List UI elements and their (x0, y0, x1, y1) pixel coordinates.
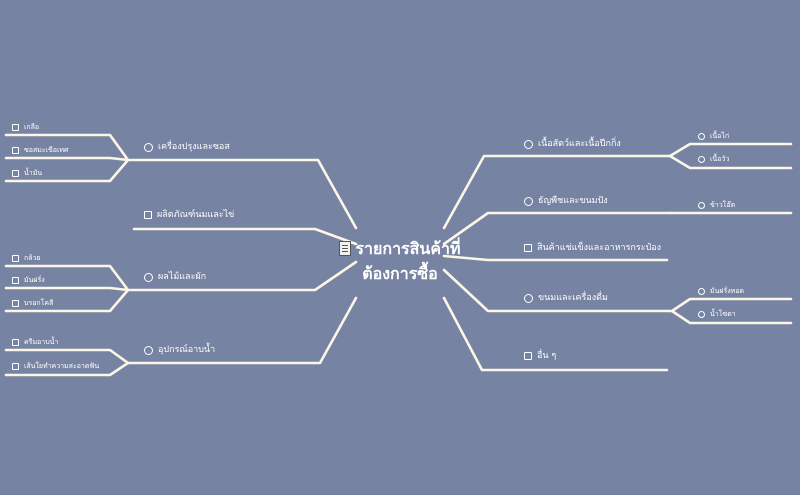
leaf-label: น้ำโซดา (710, 310, 736, 318)
leaf-label: ครีมอาบน้ำ (24, 338, 59, 346)
connector-left-3-0 (4, 348, 130, 365)
checkbox-icon (12, 299, 19, 307)
connector-right-3-0 (670, 297, 793, 313)
checkbox-icon (12, 276, 19, 284)
checkbox-icon (12, 338, 19, 346)
topic-left-1[interactable]: ผลิตภัณฑ์นมและไข่ (144, 209, 234, 221)
leaf-label: ข้าวโอ๊ต (710, 201, 736, 209)
topic-right-3[interactable]: ขนมและเครื่องดื่ม (524, 292, 608, 304)
circle-icon (698, 132, 705, 140)
topic-label: ขนมและเครื่องดื่ม (538, 293, 608, 303)
topic-left-2[interactable]: ผลไม้และผัก (144, 271, 206, 283)
connector-left-2-1 (4, 286, 130, 292)
leaf-label: เกลือ (24, 123, 40, 131)
circle-icon (144, 345, 153, 355)
leaf-label: เนื้อไก่ (710, 132, 730, 140)
topic-right-1[interactable]: ธัญพืชและขนมปัง (524, 195, 608, 207)
connector-left-2-2 (4, 288, 130, 313)
topic-right-0[interactable]: เนื้อสัตว์และเนื้อปีกกิ่ง (524, 138, 621, 150)
topic-left-0[interactable]: เครื่องปรุงและซอส (144, 141, 230, 153)
circle-icon (524, 293, 533, 303)
checkbox-icon (12, 146, 19, 154)
connector-left-3 (126, 296, 358, 365)
circle-icon (144, 142, 153, 152)
leaf-right-0-0[interactable]: เนื้อไก่ (698, 130, 729, 142)
leaf-label: เส้นใยทำความสะอาดฟัน (24, 362, 100, 370)
leaf-label: มันฝรั่ง (24, 276, 45, 284)
connector-left-2-0 (4, 264, 130, 292)
circle-icon (144, 272, 153, 282)
circle-icon (698, 310, 705, 318)
topic-label: สินค้าแช่แข็งและอาหารกระป๋อง (537, 243, 662, 253)
connector-right-0-0 (668, 142, 793, 158)
connector-left-0-1 (4, 156, 130, 162)
central-topic[interactable]: รายการสินค้าที่ ต้องการซื้อ (330, 236, 470, 286)
checkbox-icon (524, 244, 532, 252)
topic-label: ผลิตภัณฑ์นมและไข่ (157, 210, 235, 220)
checkbox-icon (12, 169, 19, 177)
topic-right-2[interactable]: สินค้าแช่แข็งและอาหารกระป๋อง (524, 242, 661, 254)
leaf-right-0-1[interactable]: เนื้อวัว (698, 153, 729, 165)
leaf-right-3-1[interactable]: น้ำโซดา (698, 308, 736, 320)
connector-right-3 (442, 268, 674, 313)
connector-right-1 (442, 211, 672, 246)
leaf-label: ซอสมะเขือเทศ (24, 146, 69, 154)
connector-left-0-2 (4, 158, 130, 183)
checkbox-icon (12, 362, 19, 370)
leaf-left-2-1[interactable]: มันฝรั่ง (12, 274, 45, 286)
leaf-label: กล้วย (24, 254, 41, 262)
leaf-left-2-0[interactable]: กล้วย (12, 252, 41, 264)
circle-icon (698, 287, 705, 295)
leaf-left-0-0[interactable]: เกลือ (12, 121, 39, 133)
leaf-left-3-0[interactable]: ครีมอาบน้ำ (12, 336, 58, 348)
topic-label: เครื่องปรุงและซอส (158, 142, 230, 152)
leaf-left-3-1[interactable]: เส้นใยทำความสะอาดฟัน (12, 360, 99, 372)
leaf-right-3-0[interactable]: มันฝรั่งทอด (698, 285, 744, 297)
leaf-left-2-2[interactable]: บรอกโคลี (12, 297, 53, 309)
topic-left-3[interactable]: อุปกรณ์อาบน้ำ (144, 344, 215, 356)
topic-right-4[interactable]: อื่น ๆ (524, 350, 556, 362)
checkbox-icon (524, 352, 532, 360)
topic-label: อุปกรณ์อาบน้ำ (158, 345, 216, 355)
topic-label: ผลไม้และผัก (158, 272, 207, 282)
leaf-left-0-1[interactable]: ซอสมะเขือเทศ (12, 144, 68, 156)
checkbox-icon (12, 123, 19, 131)
leaf-label: มันฝรั่งทอด (710, 287, 745, 295)
connector-left-0-0 (4, 133, 130, 162)
leaf-label: เนื้อวัว (710, 155, 730, 163)
connector-right-4 (442, 296, 669, 372)
connector-left-1 (132, 227, 358, 246)
leaf-label: น้ำมัน (24, 169, 43, 177)
leaf-label: บรอกโคลี (24, 299, 54, 307)
memo-icon (339, 241, 352, 256)
checkbox-icon (144, 211, 152, 219)
connector-right-0 (442, 154, 672, 230)
circle-icon (698, 155, 705, 163)
central-topic-line2: ต้องการซื้อ (362, 264, 438, 283)
connector-left-3-1 (4, 361, 130, 377)
leaf-left-0-2[interactable]: น้ำมัน (12, 167, 42, 179)
connector-right-2 (442, 254, 669, 262)
leaf-right-1-0[interactable]: ข้าวโอ๊ต (698, 199, 735, 211)
topic-label: อื่น ๆ (537, 351, 557, 361)
topic-label: เนื้อสัตว์และเนื้อปีกกิ่ง (538, 139, 621, 149)
connector-left-0 (126, 158, 358, 230)
circle-icon (698, 201, 705, 209)
topic-label: ธัญพืชและขนมปัง (538, 196, 608, 206)
connector-left-2 (126, 260, 358, 292)
connector-right-0-1 (668, 154, 793, 170)
checkbox-icon (12, 254, 19, 262)
circle-icon (524, 196, 533, 206)
central-topic-line1: รายการสินค้าที่ (355, 239, 461, 258)
circle-icon (524, 139, 533, 149)
connector-right-3-1 (670, 309, 793, 325)
